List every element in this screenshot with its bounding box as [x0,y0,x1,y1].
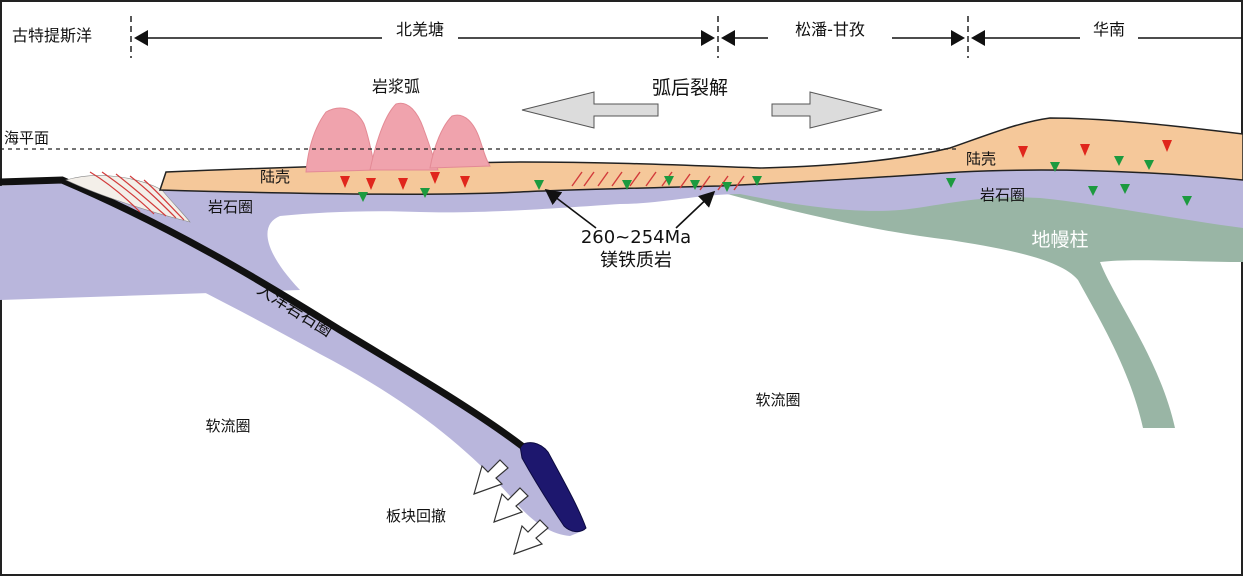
label-lithosphere-left: 岩石圈 [208,198,253,216]
oceanic-crust-line [0,176,525,449]
red-marker [460,176,470,188]
red-markers [340,140,1172,190]
label-continental-crust-right: 陆壳 [966,150,996,168]
volcano-3 [429,114,491,169]
arrow-head-left [134,30,148,46]
pointer-arrow-left [544,189,597,229]
pointer-arrow-right [675,190,716,229]
green-marker [1050,162,1060,172]
rollback-arrows [473,459,549,555]
green-marker [1144,160,1154,170]
continental-lithosphere [0,169,1243,300]
region-bar: 古特提斯洋 北羌塘 松潘-甘孜 华南 [12,16,1242,58]
mantle-plume [720,189,1243,428]
green-marker [722,182,732,192]
volcano-1 [305,107,377,173]
label-mantle-plume: 地幔柱 [1031,229,1088,251]
rollback-arrow [493,487,529,523]
arrow-head-right [701,30,715,46]
red-marker [430,172,440,184]
slab-tip [519,442,587,533]
red-marker [340,176,350,188]
label-asthenosphere-right: 软流圈 [755,391,800,409]
continental-crust [158,117,1243,195]
label-sea-level: 海平面 [4,129,49,147]
green-marker [534,180,544,190]
rollback-arrow [513,519,549,555]
green-marker [1182,196,1192,206]
backarc-dykes [571,171,745,191]
green-marker [1120,184,1130,194]
green-marker [752,176,762,186]
green-marker [622,180,632,190]
red-marker [366,178,376,190]
rollback-arrow [473,459,509,495]
label-mafic-age: 260~254Ma [581,227,691,248]
label-magmatic-arc: 岩浆弧 [372,77,420,96]
rifting-arrow-left [521,91,659,129]
arrow-head-left [971,30,985,46]
label-continental-crust-left: 陆壳 [260,168,290,186]
label-asthenosphere-left: 软流圈 [205,417,250,435]
green-marker [946,178,956,188]
green-marker [690,180,700,190]
region-north-qiangtang: 北羌塘 [396,20,444,39]
green-markers [358,156,1192,206]
label-back-arc-rifting: 弧后裂解 [652,77,728,99]
label-mafic-rock: 镁铁质岩 [600,250,672,271]
green-marker [420,188,430,198]
arrow-head-right [951,30,965,46]
label-lithosphere-right: 岩石圈 [980,186,1025,204]
red-marker [398,178,408,190]
region-south-china: 华南 [1093,20,1125,39]
magmatic-arc-volcanoes [305,102,491,173]
arrow-head-left [721,30,735,46]
label-slab-rollback: 板块回撤 [386,507,446,525]
region-songpan-ganzi: 松潘-甘孜 [795,20,865,39]
red-marker [1162,140,1172,152]
green-marker [358,192,368,202]
region-paleo-tethys: 古特提斯洋 [12,26,92,45]
red-marker [1080,144,1090,156]
oceanic-lithosphere-slab [0,180,585,536]
wedge-faults [89,171,185,221]
green-marker [1114,156,1124,166]
red-marker [1018,146,1028,158]
rifting-arrow-right [771,91,883,129]
green-marker [664,176,674,186]
green-marker [1088,186,1098,196]
